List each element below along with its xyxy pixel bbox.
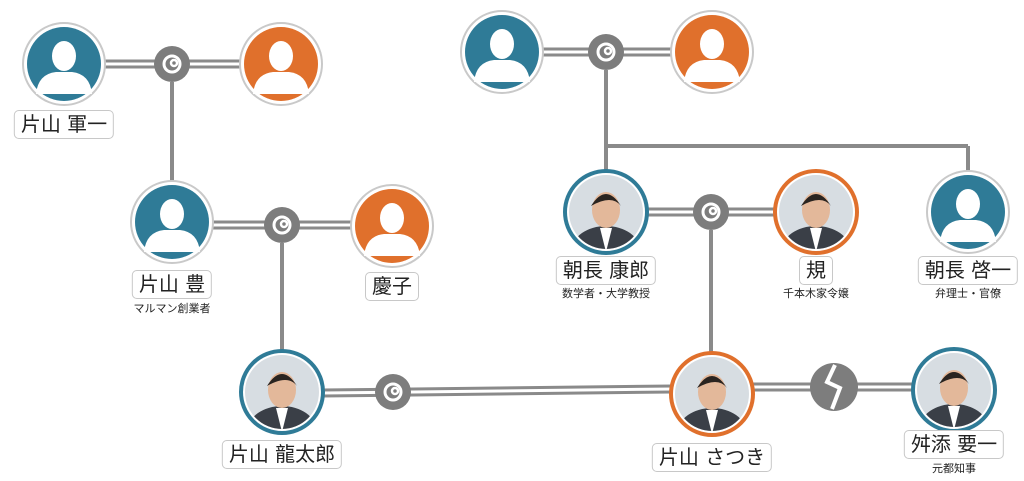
- marriage-node: [264, 207, 300, 243]
- person-asanaga-yasuo[interactable]: [563, 169, 649, 274]
- person-asanaga-keiichi[interactable]: [926, 170, 1010, 254]
- person-katayama-ryutaro[interactable]: [239, 349, 325, 454]
- marriage-line: [321, 390, 673, 398]
- person-description: 数学者・大学教授: [562, 287, 650, 300]
- person-asanaga-grandmother[interactable]: [670, 10, 754, 94]
- person-nori[interactable]: [773, 169, 859, 274]
- person-name-label: 片山 龍太郎: [221, 440, 343, 469]
- person-description: マルマン創業者: [133, 302, 211, 315]
- person-katayama-satsuki[interactable]: [669, 351, 755, 456]
- person-name-label: 慶子: [365, 272, 419, 301]
- person-name-label: 舛添 要一: [903, 430, 1005, 459]
- person-description: 弁理士・官僚: [935, 287, 1001, 300]
- marriage-node: [693, 194, 729, 230]
- person-keiko[interactable]: [350, 184, 434, 268]
- person-masuzoe-yoichi[interactable]: [911, 347, 997, 452]
- person-description: 元都知事: [932, 462, 976, 475]
- person-gunichi-wife[interactable]: [239, 22, 323, 106]
- person-name-label: 規: [799, 256, 833, 285]
- person-name-label: 片山 豊: [131, 270, 213, 299]
- marriage-node: [154, 46, 190, 82]
- person-katayama-gunichi[interactable]: [22, 22, 106, 106]
- marriage-node: [375, 374, 411, 410]
- person-name-label: 片山 さつき: [651, 443, 773, 472]
- person-name-label: 朝長 康郎: [555, 256, 657, 285]
- divorce-node: [810, 363, 858, 411]
- person-description: 千本木家令嬢: [783, 287, 849, 300]
- person-name-label: 片山 軍一: [13, 110, 115, 139]
- person-katayama-yutaka[interactable]: [130, 180, 214, 264]
- person-asanaga-grandfather[interactable]: [460, 10, 544, 94]
- person-name-label: 朝長 啓一: [917, 256, 1019, 285]
- marriage-line: [321, 384, 673, 392]
- marriage-node: [588, 34, 624, 70]
